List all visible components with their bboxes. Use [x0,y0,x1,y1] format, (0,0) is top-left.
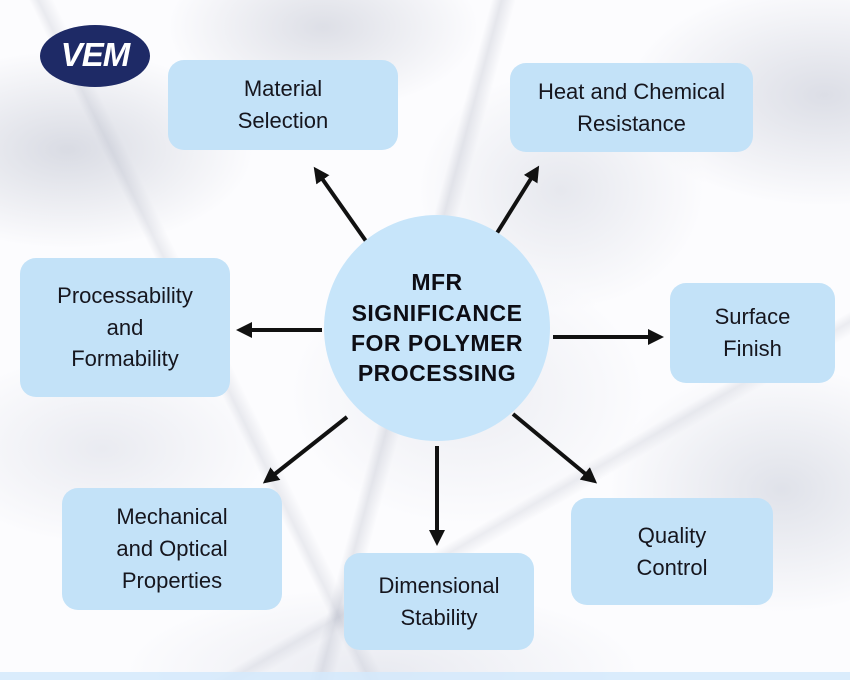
arrow-heat-and-chemical-resistance [495,165,540,235]
node-heat-and-chemical-resistance: Heat and Chemical Resistance [510,63,753,152]
node-material-selection: Material Selection [168,60,398,150]
node-label: Processability and Formability [57,282,193,372]
node-surface-finish: Surface Finish [670,283,835,383]
bottom-edge-strip [0,672,850,680]
arrow-mechanical-and-optical-properties [262,415,349,484]
node-label: Dimensional Stability [378,572,500,630]
node-label: Mechanical and Optical Properties [116,504,228,593]
center-node-mfr-significance: MFR SIGNIFICANCE FOR POLYMER PROCESSING [324,215,550,441]
arrow-material-selection [313,166,370,246]
node-processability-and-formability: Processability and Formability [20,258,230,397]
node-mechanical-and-optical-properties: Mechanical and Optical Properties [62,488,282,610]
node-dimensional-stability: Dimensional Stability [344,553,534,650]
node-label: Material Selection [237,76,329,133]
vem-logo: VEM [40,25,150,87]
node-label: Surface Finish [714,304,791,361]
center-node-label: MFR SIGNIFICANCE FOR POLYMER PROCESSING [350,269,524,387]
node-label: Quality Control [636,522,708,580]
arrow-quality-control [511,412,598,484]
node-quality-control: Quality Control [571,498,773,605]
vem-logo-text: VEM [60,36,131,73]
node-label: Heat and Chemical Resistance [537,78,726,136]
